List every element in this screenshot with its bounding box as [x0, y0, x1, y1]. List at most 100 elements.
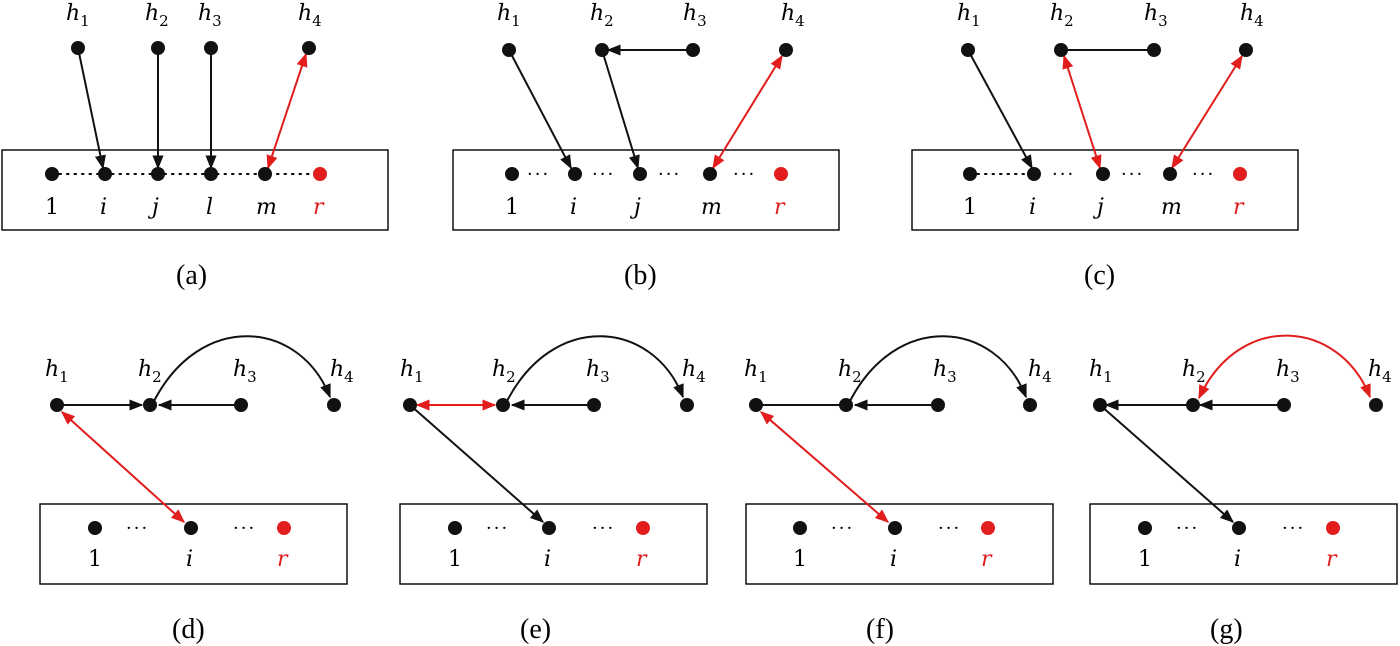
h1-label: h1 — [66, 1, 90, 30]
label-r: r — [981, 547, 993, 572]
h1-label: h1 — [957, 1, 981, 30]
node-set-box — [911, 149, 1299, 231]
node-r — [981, 521, 995, 535]
edge-h2-h4 — [848, 335, 1027, 404]
label-i: i — [1029, 195, 1036, 220]
label-r: r — [1326, 547, 1338, 572]
node-h1 — [749, 398, 763, 412]
h3-label: h3 — [1276, 357, 1300, 386]
node-i — [568, 167, 582, 181]
ellipsis: ··· — [486, 518, 509, 539]
h1-label: h1 — [400, 357, 424, 386]
node-i — [1232, 521, 1246, 535]
node-r — [774, 167, 788, 181]
label-i: i — [186, 547, 193, 572]
h2-label: h2 — [492, 357, 516, 386]
node-1 — [963, 167, 977, 181]
node-h1 — [403, 398, 417, 412]
node-1 — [88, 521, 102, 535]
node-m — [703, 167, 717, 181]
node-i — [888, 521, 902, 535]
node-h3 — [204, 41, 218, 55]
node-h4 — [680, 398, 694, 412]
edge-h2-h4 — [505, 335, 684, 404]
h1-label: h1 — [497, 1, 521, 30]
node-h3 — [1277, 398, 1291, 412]
node-h3 — [931, 398, 945, 412]
label-1: 1 — [963, 195, 977, 220]
label-1: 1 — [448, 547, 462, 572]
label-j: j — [1092, 195, 1104, 220]
h2-label: h2 — [1050, 1, 1074, 30]
node-h3 — [1147, 43, 1161, 57]
node-m — [258, 167, 272, 181]
caption-e: (e) — [520, 614, 551, 645]
h2-label: h2 — [138, 357, 162, 386]
label-m: m — [256, 195, 277, 220]
node-set-box — [39, 503, 348, 585]
node-h4 — [302, 41, 316, 55]
node-h3 — [587, 398, 601, 412]
edge-h1-i — [77, 47, 106, 170]
node-h4 — [327, 398, 341, 412]
ellipsis: ··· — [126, 518, 149, 539]
node-r — [277, 521, 291, 535]
h1-label: h1 — [1089, 357, 1113, 386]
node-h4 — [1369, 398, 1383, 412]
caption-d: (d) — [172, 614, 205, 645]
node-h4 — [1023, 398, 1037, 412]
edge-h1-i — [508, 49, 572, 170]
node-set-box — [1, 149, 389, 231]
label-i: i — [570, 195, 577, 220]
node-h3 — [686, 43, 700, 57]
node-set-box — [1089, 503, 1398, 585]
ellipsis: ··· — [938, 518, 961, 539]
edge-h4-m — [712, 54, 783, 170]
edge-h1-i — [759, 411, 890, 523]
node-h1 — [71, 41, 85, 55]
edge-h1-i — [60, 411, 186, 523]
node-h1 — [50, 398, 64, 412]
caption-f: (f) — [866, 614, 894, 645]
label-r: r — [313, 195, 325, 220]
node-1 — [505, 167, 519, 181]
node-h2 — [496, 398, 510, 412]
edge-h1-i — [1099, 404, 1235, 523]
node-r — [1233, 167, 1247, 181]
h1-label: h1 — [45, 357, 69, 386]
label-m: m — [701, 195, 722, 220]
node-j — [633, 167, 647, 181]
ellipsis: ··· — [831, 518, 854, 539]
h3-label: h3 — [683, 1, 707, 30]
h2-label: h2 — [1182, 357, 1206, 386]
h3-label: h3 — [198, 1, 222, 30]
ellipsis: ··· — [1052, 164, 1075, 185]
node-i — [1027, 167, 1041, 181]
node-h2 — [1186, 398, 1200, 412]
ellipsis: ··· — [733, 164, 756, 185]
node-1 — [1138, 521, 1152, 535]
node-1 — [448, 521, 462, 535]
ellipsis: ··· — [1192, 164, 1215, 185]
h2-label: h2 — [838, 357, 862, 386]
node-i — [184, 521, 198, 535]
label-1: 1 — [793, 547, 807, 572]
node-h4 — [1239, 43, 1253, 57]
h4-label: h4 — [298, 1, 322, 30]
caption-a: (a) — [176, 260, 207, 291]
label-l: l — [206, 195, 213, 220]
h4-label: h4 — [1028, 357, 1052, 386]
h4-label: h4 — [682, 357, 706, 386]
node-h2 — [839, 398, 853, 412]
node-set-box — [745, 503, 1054, 585]
node-l — [204, 167, 218, 181]
label-i: i — [100, 195, 107, 220]
ellipsis: ··· — [1121, 164, 1144, 185]
edge-h2-j — [1062, 54, 1102, 170]
caption-g: (g) — [1210, 614, 1243, 645]
node-h2 — [143, 398, 157, 412]
h4-label: h4 — [330, 357, 354, 386]
label-i: i — [544, 547, 551, 572]
label-j: j — [147, 195, 159, 220]
ellipsis: ··· — [1282, 518, 1305, 539]
